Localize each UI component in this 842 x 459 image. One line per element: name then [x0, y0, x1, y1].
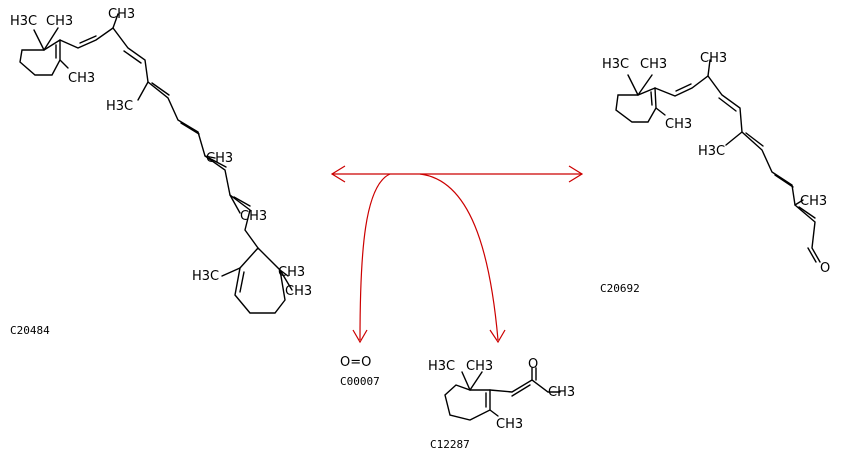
atom-label: CH3 [206, 151, 233, 166]
atom-label: H3C [428, 359, 455, 374]
compound-id-oxygen[interactable]: C00007 [340, 375, 380, 388]
reaction-arrows[interactable] [330, 165, 584, 344]
atom-label: H3C [698, 144, 725, 159]
atom-label: CH3 [108, 7, 135, 22]
atom-label: CH3 [700, 51, 727, 66]
atom-label: H3C [192, 269, 219, 284]
atom-label: CH3 [240, 209, 267, 224]
atom-label: CH3 [285, 284, 312, 299]
compound-id-left[interactable]: C20484 [10, 324, 50, 337]
compound-id-right[interactable]: C20692 [600, 282, 640, 295]
compound-left-structure[interactable]: H3C CH3 CH3 CH3 H3C CH3 CH3 H3C CH3 CH3 [10, 7, 312, 314]
compound-bottom-structure[interactable]: H3C CH3 CH3 O CH3 [428, 357, 575, 432]
compound-id-bottom[interactable]: C12287 [430, 438, 470, 451]
atom-label: CH3 [640, 57, 667, 72]
atom-label: O [528, 357, 538, 372]
atom-label: H3C [602, 57, 629, 72]
atom-label: CH3 [665, 117, 692, 132]
atom-label: H3C [106, 99, 133, 114]
atom-label: CH3 [548, 385, 575, 400]
atom-label: H3C [10, 14, 37, 29]
atom-label: CH3 [278, 265, 305, 280]
compound-right-structure[interactable]: H3C CH3 CH3 CH3 H3C CH3 O [602, 51, 830, 276]
atom-label: O [820, 261, 830, 276]
atom-label: CH3 [800, 194, 827, 209]
atom-label: CH3 [466, 359, 493, 374]
atom-label: CH3 [46, 14, 73, 29]
atom-label: CH3 [496, 417, 523, 432]
oxygen-formula[interactable]: O=O [340, 355, 371, 370]
atom-label: CH3 [68, 71, 95, 86]
